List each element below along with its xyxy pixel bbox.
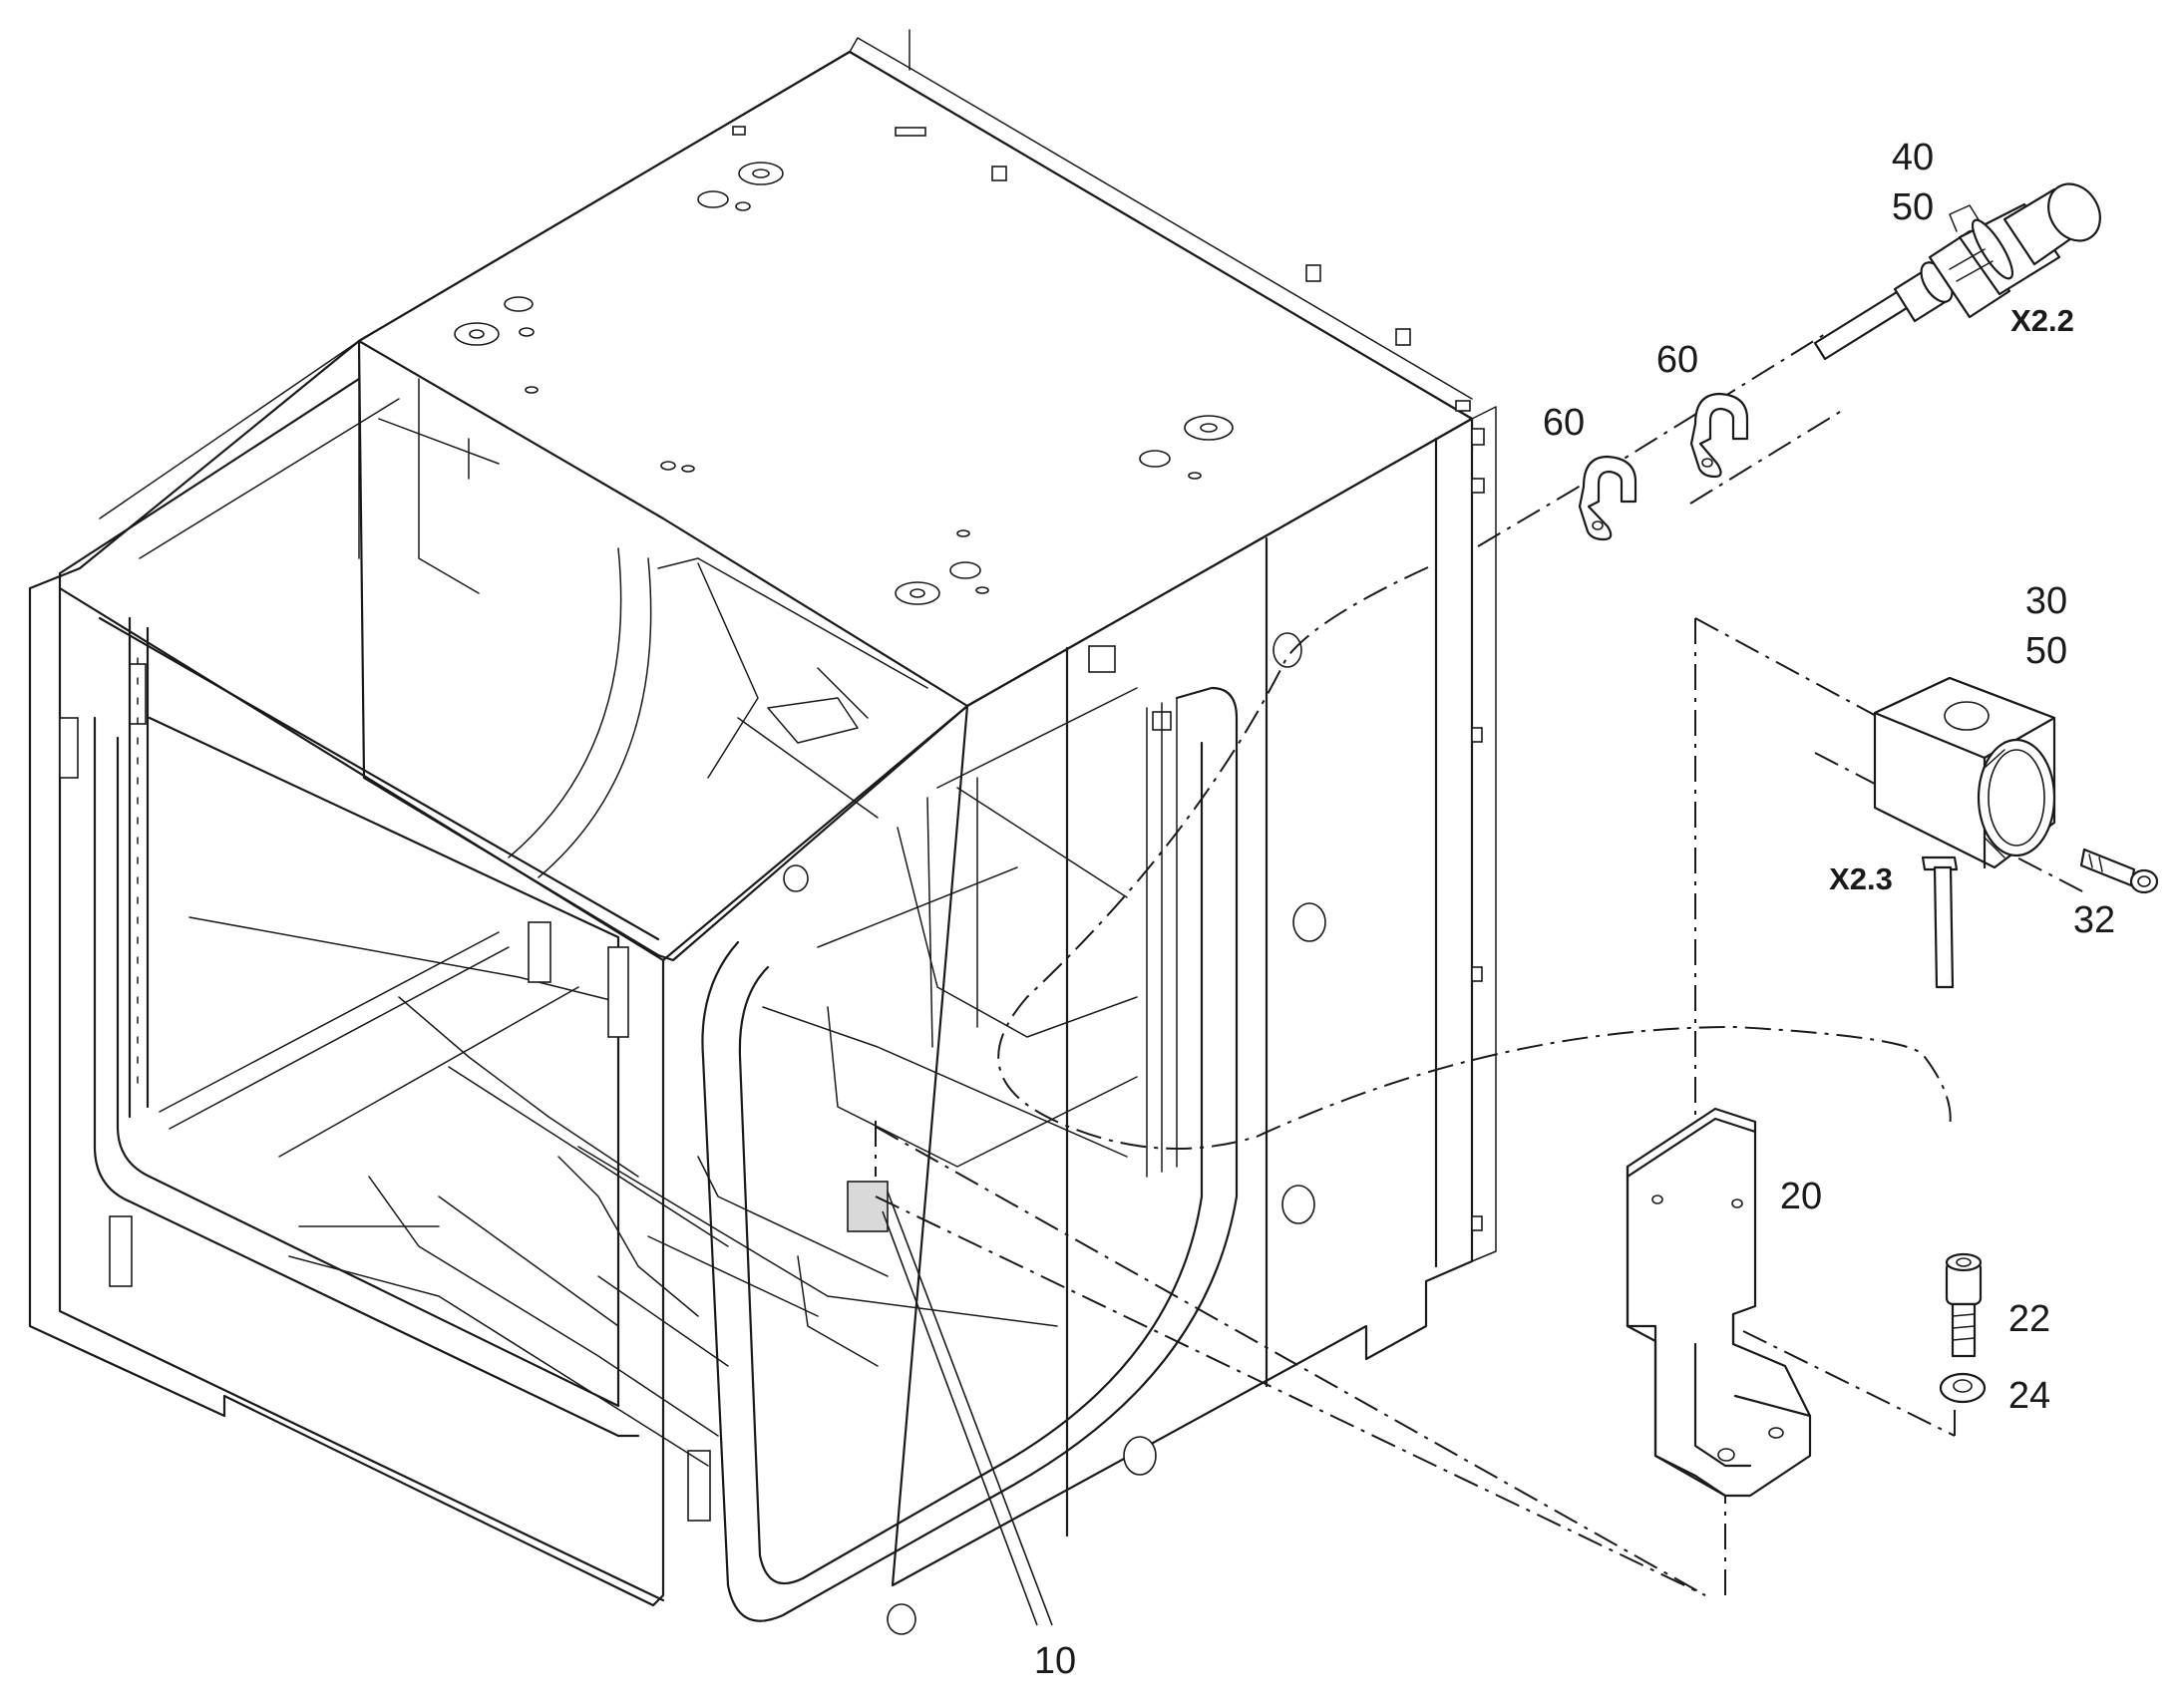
bracket-20 [1626,1107,1812,1498]
label-30: 30 [2025,580,2067,622]
assembly-lines [875,333,2085,1596]
washer-24 [1939,1372,1987,1404]
label-24: 24 [2008,1375,2050,1417]
right-wall-bosses [783,632,1326,1635]
cab-interior [99,340,1138,1467]
label-20: 20 [1780,1176,1822,1217]
cab-frame [28,29,1497,1635]
label-x22: X2.2 [2010,303,2074,338]
leader-lines [882,1191,1053,1626]
label-60-left: 60 [1543,402,1585,444]
label-32: 32 [2073,899,2115,941]
screw-32 [2079,848,2159,894]
label-22: 22 [2008,1298,2050,1340]
connector-x22-sensor [1813,182,2101,361]
label-x23: X2.3 [1829,861,1893,896]
connector-x23-socket [1873,676,2056,989]
cable-clamp-60-left [1578,455,1637,541]
side-tabs [1305,264,1485,1231]
label-50-socket: 50 [2025,630,2067,672]
screw-22 [1945,1252,1983,1358]
label-10: 10 [1034,1640,1076,1682]
label-60-right: 60 [1656,339,1698,381]
roof-holes [454,126,1234,605]
label-40: 40 [1892,137,1934,178]
label-50-sensor: 50 [1892,186,1934,228]
cable-clamp-60-right [1689,392,1749,479]
part-labels: 10 20 22 24 30 50 32 40 50 60 60 X2.2 X2… [1034,137,2115,1682]
